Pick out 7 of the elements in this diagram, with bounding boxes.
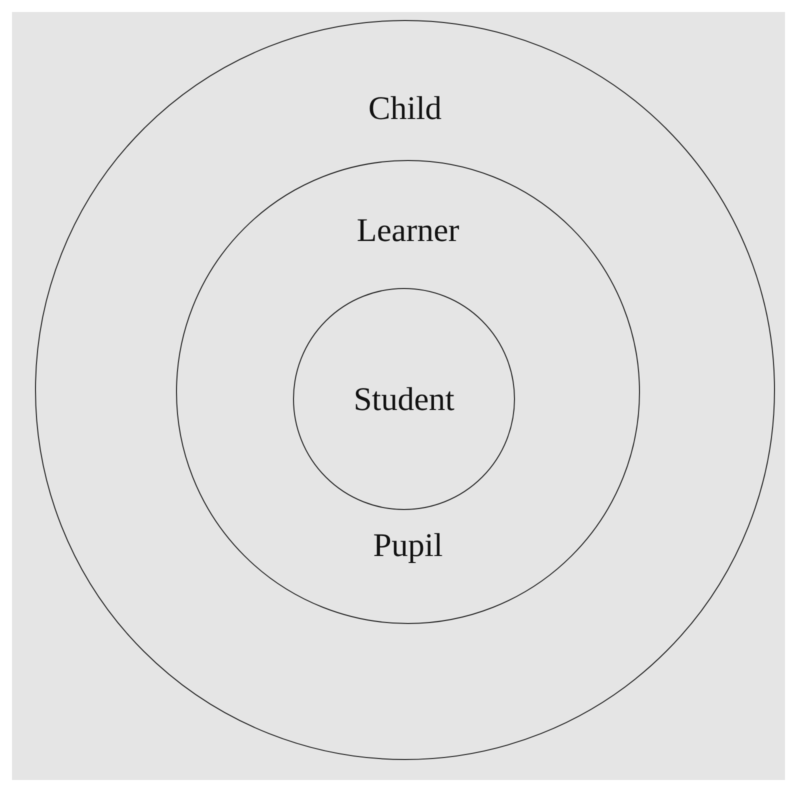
circle-label: Student [354,381,454,420]
circle [35,20,775,760]
circle-label: Learner [356,212,460,251]
circle [176,160,640,624]
circle-label: Pupil [373,527,443,566]
circle [293,288,515,510]
circle-label: Child [368,90,442,129]
